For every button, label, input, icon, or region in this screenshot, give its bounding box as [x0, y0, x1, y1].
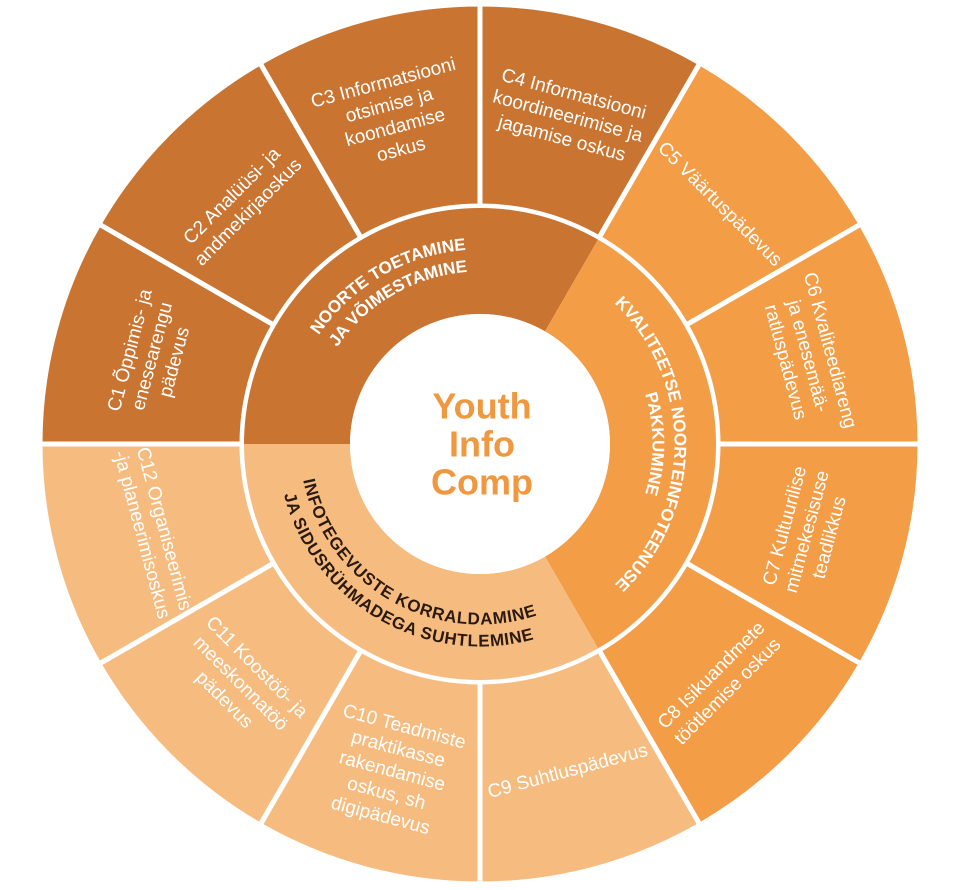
center-title-line: Youth [432, 386, 531, 427]
group-band-infotegevuste [244, 444, 598, 680]
group-band-noorte [244, 208, 598, 444]
center-title-line: Info [449, 424, 515, 465]
group-band-kvaliteetse [545, 239, 716, 649]
center-title-line: Comp [431, 462, 533, 503]
center-circle [350, 314, 610, 574]
segment-c12 [37, 441, 278, 668]
